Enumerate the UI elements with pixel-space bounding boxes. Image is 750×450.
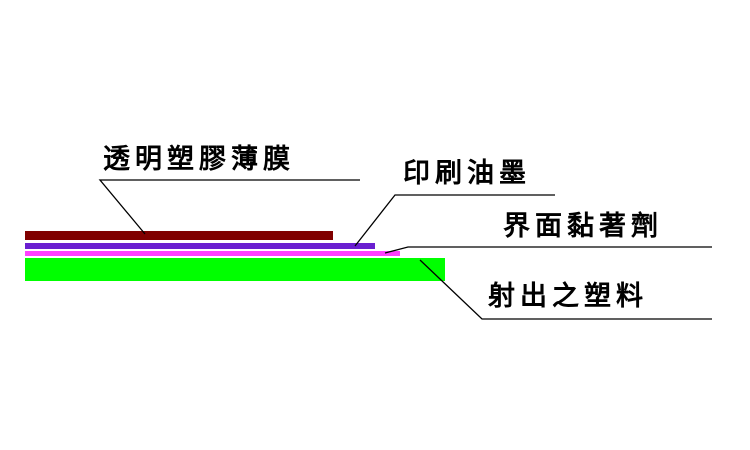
resin-layer [25,258,445,281]
ink-leader-line [354,194,555,247]
adhesive-label: 界面黏著劑 [503,211,663,242]
resin-leader-line [419,259,712,320]
adhesive-layer [25,251,400,256]
adhesive-leader-line [384,246,712,254]
film-label: 透明塑膠薄膜 [103,144,295,175]
resin-label: 射出之塑料 [488,281,648,312]
film-leader-line [98,179,360,235]
ink-label: 印刷油墨 [403,158,531,189]
ink-layer [25,243,375,249]
film-layer [25,231,333,240]
